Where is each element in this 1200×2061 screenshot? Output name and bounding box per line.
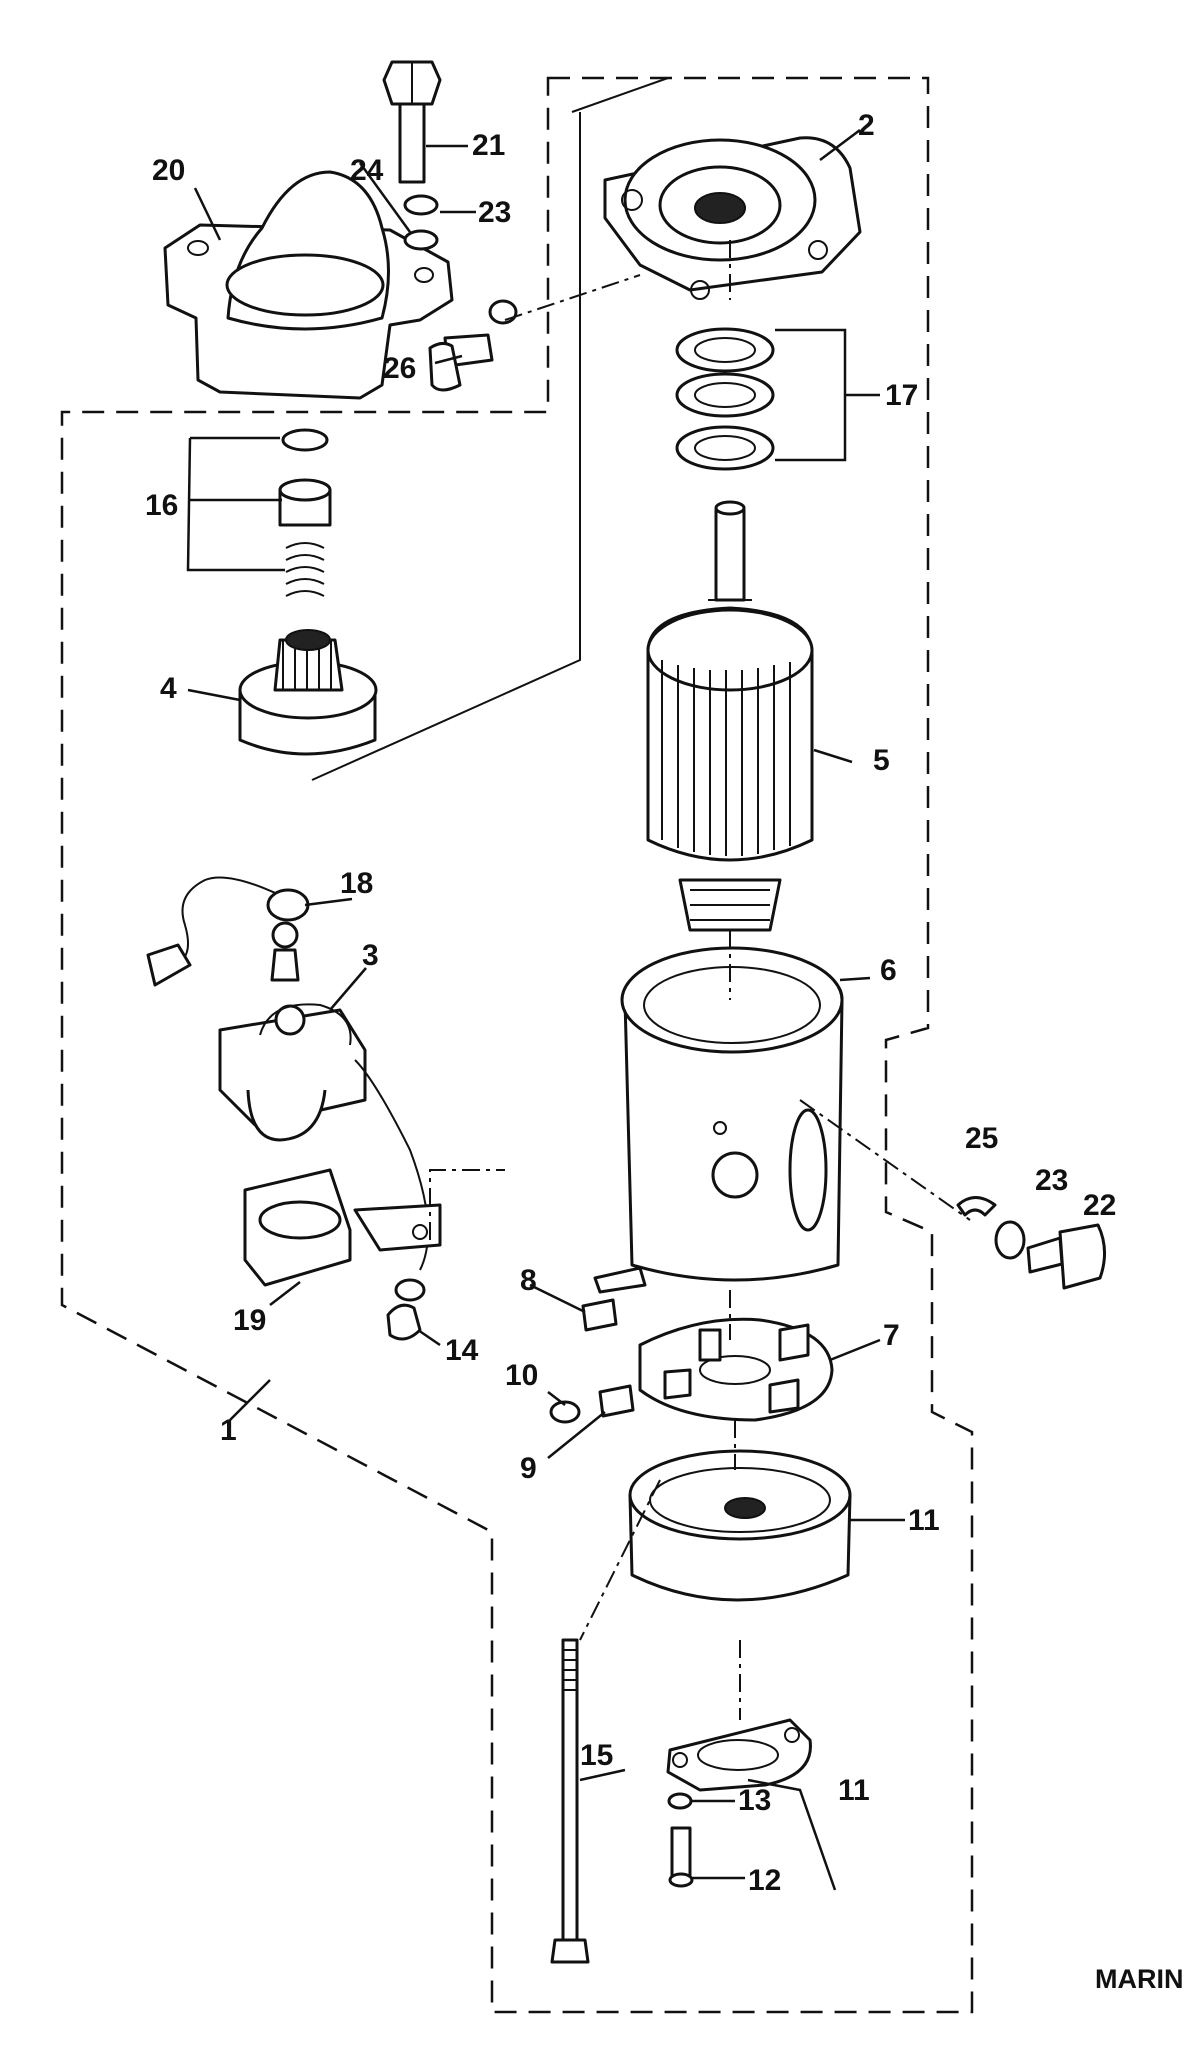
spacer-rings: [675, 327, 775, 471]
bolt-22: [1026, 1223, 1106, 1290]
clip-25: [956, 1196, 997, 1217]
pinion-drive-gear: [238, 629, 378, 756]
label-20: 20: [152, 154, 185, 187]
label-17: 17: [885, 379, 918, 412]
brush-plate: [638, 1317, 834, 1422]
label-1: 1: [220, 1414, 237, 1447]
label-18: 18: [340, 867, 373, 900]
label-11-bottom: 11: [838, 1774, 870, 1807]
commutator-end-cap: [628, 1449, 852, 1602]
label-26: 26: [383, 352, 416, 385]
washer-top-1: [403, 194, 439, 216]
label-15: 15: [580, 1739, 613, 1772]
label-22: 22: [1083, 1189, 1116, 1222]
label-16: 16: [145, 489, 178, 522]
label-9: 9: [520, 1452, 537, 1485]
label-5: 5: [873, 744, 890, 777]
solenoid-bracket: [243, 1168, 442, 1287]
drive-end-plate: [603, 136, 862, 300]
label-19: 19: [233, 1304, 266, 1337]
lock-washer-13: [667, 1792, 693, 1810]
brush-9: [598, 1384, 635, 1418]
label-3: 3: [362, 939, 379, 972]
drive-retainer-set: [278, 428, 332, 597]
label-12: 12: [748, 1864, 781, 1897]
label-11-top: 11: [908, 1504, 940, 1537]
label-8: 8: [520, 1264, 537, 1297]
label-10: 10: [505, 1359, 538, 1392]
assembly-center-lines: [429, 240, 971, 1720]
through-bolt-long: [550, 1638, 590, 1964]
brush-8: [581, 1298, 618, 1332]
label-13: 13: [738, 1784, 771, 1817]
washer-23: [994, 1220, 1026, 1260]
label-25: 25: [965, 1122, 998, 1155]
drive-end-housing: [163, 170, 454, 400]
label-23-top: 23: [478, 196, 511, 229]
label-21: 21: [472, 129, 505, 162]
assembly-boundary-line: [60, 76, 974, 2014]
label-14: 14: [445, 1334, 479, 1367]
through-bolt-top: [382, 60, 442, 184]
bearing-plate: [666, 1718, 812, 1792]
label-4: 4: [160, 672, 177, 705]
label-24: 24: [350, 154, 384, 187]
washer-top-2: [403, 229, 439, 251]
screw-12: [668, 1826, 694, 1888]
label-6: 6: [880, 954, 897, 987]
solenoid: [218, 921, 367, 1142]
field-frame-housing: [593, 946, 844, 1294]
label-23-right: 23: [1035, 1164, 1068, 1197]
footer-code: MARIN: [1095, 1964, 1184, 1994]
leader-lines: [186, 129, 905, 1891]
armature: [646, 500, 814, 932]
brush-spring: [549, 1400, 581, 1424]
label-2: 2: [858, 109, 875, 142]
label-7: 7: [883, 1319, 900, 1352]
washer-small: [488, 299, 518, 325]
